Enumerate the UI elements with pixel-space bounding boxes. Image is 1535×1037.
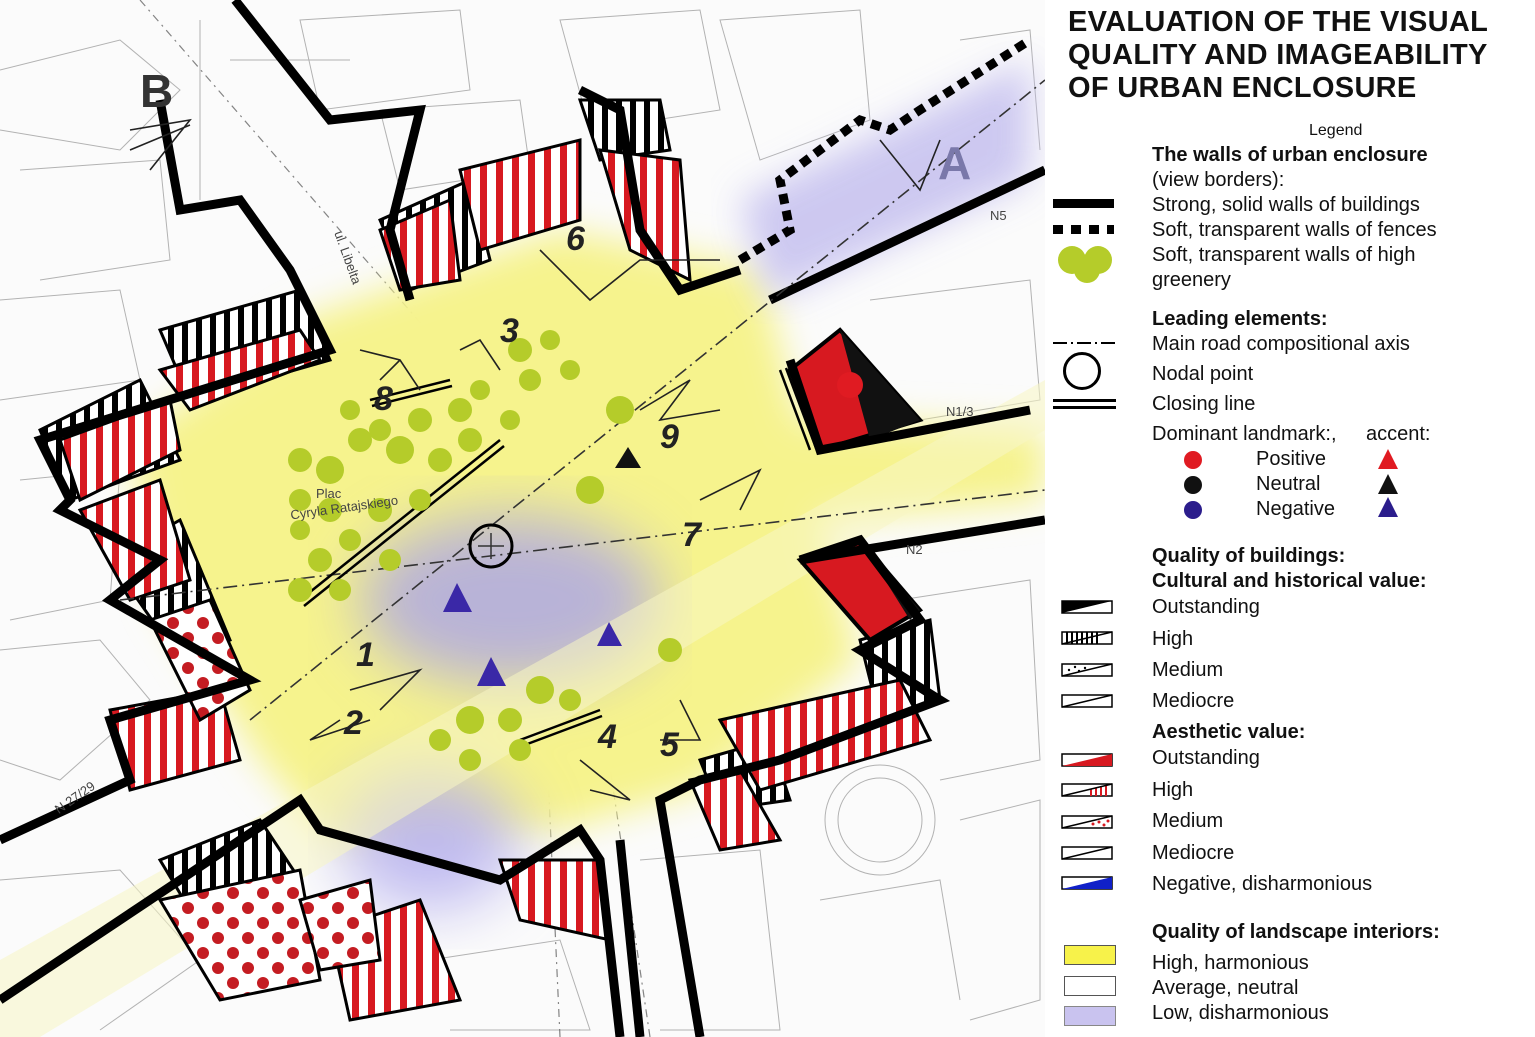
positive-accent-triangle (1378, 449, 1398, 469)
cultural-outstanding-symbol (1061, 600, 1113, 614)
landmark-label: Dominant landmark:, (1152, 423, 1337, 445)
positive-label: Positive (1256, 448, 1327, 470)
leading-title: Leading elements: (1152, 308, 1328, 330)
landscape-high-label: High, harmonious (1152, 952, 1309, 974)
viewpoint-label-8: 8 (374, 380, 393, 418)
buildings-title: Quality of buildings: (1152, 545, 1346, 567)
cultural-mediocre-label: Mediocre (1152, 690, 1235, 712)
positive-landmark-dot (1184, 451, 1202, 469)
cultural-title: Cultural and historical value: (1152, 570, 1427, 592)
fence-wall-label: Soft, transparent walls of fences (1152, 219, 1437, 241)
axis-symbol (1053, 342, 1116, 344)
viewpoint-label-3: 3 (500, 312, 519, 350)
cultural-medium-label: Medium (1152, 659, 1224, 681)
strong-wall-label: Strong, solid walls of buildings (1152, 194, 1420, 216)
closing-line-symbol (1053, 399, 1116, 402)
aesthetic-mediocre-label: Mediocre (1152, 842, 1235, 864)
negative-label: Negative (1256, 498, 1335, 520)
landscape-title: Quality of landscape interiors: (1152, 921, 1440, 943)
building-number-label: N5 (990, 208, 1007, 223)
aesthetic-mediocre-symbol (1061, 846, 1113, 860)
axis-label: Main road compositional axis (1152, 333, 1410, 355)
viewpoint-label-5: 5 (660, 726, 679, 764)
zone-label-a: A (938, 137, 972, 189)
square-label: Plac (316, 486, 342, 501)
neutral-accent-triangle (1378, 474, 1398, 494)
greenery-label: Soft, transparent walls of high (1152, 244, 1416, 266)
cultural-outstanding-label: Outstanding (1152, 596, 1260, 618)
landscape-average-label: Average, neutral (1152, 977, 1299, 999)
aesthetic-medium-symbol (1061, 815, 1113, 829)
strong-wall-symbol (1053, 199, 1114, 208)
legend-panel: Legend The walls of urban enclosure (vie… (1050, 0, 1535, 1037)
nodal-point-marker (468, 523, 514, 569)
legend-heading: Legend (1309, 122, 1363, 139)
zone-label-b: B (140, 65, 174, 117)
landscape-average-swatch (1064, 976, 1116, 996)
aesthetic-negative-label: Negative, disharmonious (1152, 873, 1373, 895)
walls-subtitle: (view borders): (1152, 169, 1285, 191)
map-drawing (0, 0, 1045, 1037)
building-number-label: N1/3 (946, 404, 974, 419)
landscape-low-label: Low, disharmonious (1152, 1002, 1329, 1024)
landscape-high-swatch (1064, 945, 1116, 965)
greenery-symbol (1054, 244, 1116, 284)
viewpoint-label-7: 7 (682, 516, 701, 554)
walls-title: The walls of urban enclosure (1152, 144, 1428, 166)
positive-landmark-marker (837, 372, 863, 398)
building-number-label: N2 (906, 542, 923, 557)
cultural-high-symbol (1061, 631, 1113, 645)
viewpoint-label-9: 9 (660, 418, 679, 456)
neutral-landmark-dot (1184, 476, 1202, 494)
site-map: B A 1 2 3 4 5 6 7 8 9 ul. Libelta Plac C… (0, 0, 1045, 1037)
greenery-trees (288, 330, 682, 771)
aesthetic-high-label: High (1152, 779, 1194, 801)
fence-wall-symbol (1053, 225, 1114, 234)
aesthetic-title: Aesthetic value: (1152, 721, 1306, 743)
nodal-point-label: Nodal point (1152, 363, 1254, 385)
closing-line-label: Closing line (1152, 393, 1256, 415)
neutral-label: Neutral (1256, 473, 1321, 495)
aesthetic-outstanding-symbol (1061, 753, 1113, 767)
aesthetic-high-symbol (1061, 783, 1113, 797)
viewpoint-label-6: 6 (566, 220, 585, 258)
negative-landmark-dot (1184, 501, 1202, 519)
accent-label: accent: (1366, 423, 1431, 445)
cultural-mediocre-symbol (1061, 694, 1113, 708)
aesthetic-negative-symbol (1061, 876, 1113, 890)
cultural-high-label: High (1152, 628, 1194, 650)
landscape-low-swatch (1064, 1006, 1116, 1026)
viewpoint-label-1: 1 (356, 636, 375, 674)
viewpoint-label-2: 2 (344, 704, 363, 742)
aesthetic-medium-label: Medium (1152, 810, 1224, 832)
greenery-label-cont: greenery (1152, 269, 1231, 291)
viewpoint-label-4: 4 (598, 718, 617, 756)
aesthetic-outstanding-label: Outstanding (1152, 747, 1260, 769)
strong-wall (231, 0, 426, 302)
cultural-medium-symbol (1061, 663, 1113, 677)
page-title: EVALUATION OF THE VISUAL QUALITY AND IMA… (1068, 6, 1488, 104)
negative-accent-triangle (1378, 497, 1398, 517)
nodal-point-symbol (1063, 352, 1101, 390)
